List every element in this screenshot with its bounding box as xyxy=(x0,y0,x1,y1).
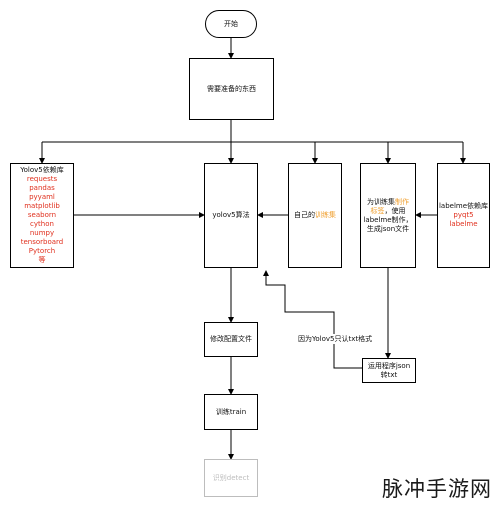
detect-node: 识别detect xyxy=(204,459,258,497)
yolo-algo-node: yolov5算法 xyxy=(204,163,258,268)
labelme-dep-item: labelme xyxy=(449,220,478,228)
yolo-dep-item: requests xyxy=(26,175,58,183)
own-dataset-highlight: 训练集 xyxy=(315,211,336,219)
make-line2-hl: 标签 xyxy=(370,206,385,215)
yolo-dep-item: seaborn xyxy=(27,211,57,219)
start-node: 开始 xyxy=(205,10,257,38)
watermark: 脉冲手游网 xyxy=(382,477,492,501)
make-line1: 为训练集 xyxy=(367,197,395,206)
json-line2: 转txt xyxy=(380,370,398,379)
yolo-deps-title: Yolov5依赖库 xyxy=(20,166,64,174)
make-line1-hl: 制作 xyxy=(395,197,409,206)
yolo-dep-item: cython xyxy=(30,220,54,228)
yolo-dep-item: pandas xyxy=(29,184,55,192)
yolo-dep-item: tensorboard xyxy=(20,238,64,246)
yolo-deps-node: Yolov5依赖库 requests pandas pyyaml matplot… xyxy=(10,163,74,268)
own-dataset-node: 自己的训练集 xyxy=(288,163,342,268)
yolo-dep-item: 等 xyxy=(38,256,46,264)
make-dataset-node: 为训练集制作 标签，使用 labelme制作， 生成json文件 xyxy=(360,163,416,268)
make-line3: labelme制作， xyxy=(363,215,413,224)
train-node: 训练train xyxy=(204,394,258,430)
prepare-node: 需要准备的东西 xyxy=(189,58,274,120)
make-line4: 生成json文件 xyxy=(366,224,410,233)
edge-json-algo xyxy=(263,270,362,369)
edge-label-txt-reason: 因为Yolov5只认txt格式 xyxy=(298,334,373,344)
modify-config-node: 修改配置文件 xyxy=(204,322,258,357)
json-to-txt-node: 运用程序json 转txt xyxy=(362,358,416,383)
yolo-dep-item: numpy xyxy=(29,229,55,237)
own-dataset-prefix: 自己的 xyxy=(294,211,315,219)
yolo-dep-item: Pytorch xyxy=(28,247,56,255)
labelme-dep-item: pyqt5 xyxy=(453,211,474,219)
labelme-deps-node: labelme依赖库 pyqt5 labelme xyxy=(437,163,490,268)
labelme-deps-title: labelme依赖库 xyxy=(438,202,489,210)
yolo-dep-item: matplotlib xyxy=(24,202,60,210)
yolo-dep-item: pyyaml xyxy=(29,193,55,201)
make-line2: ，使用 xyxy=(384,206,406,215)
json-line1: 运用程序json xyxy=(367,361,411,370)
